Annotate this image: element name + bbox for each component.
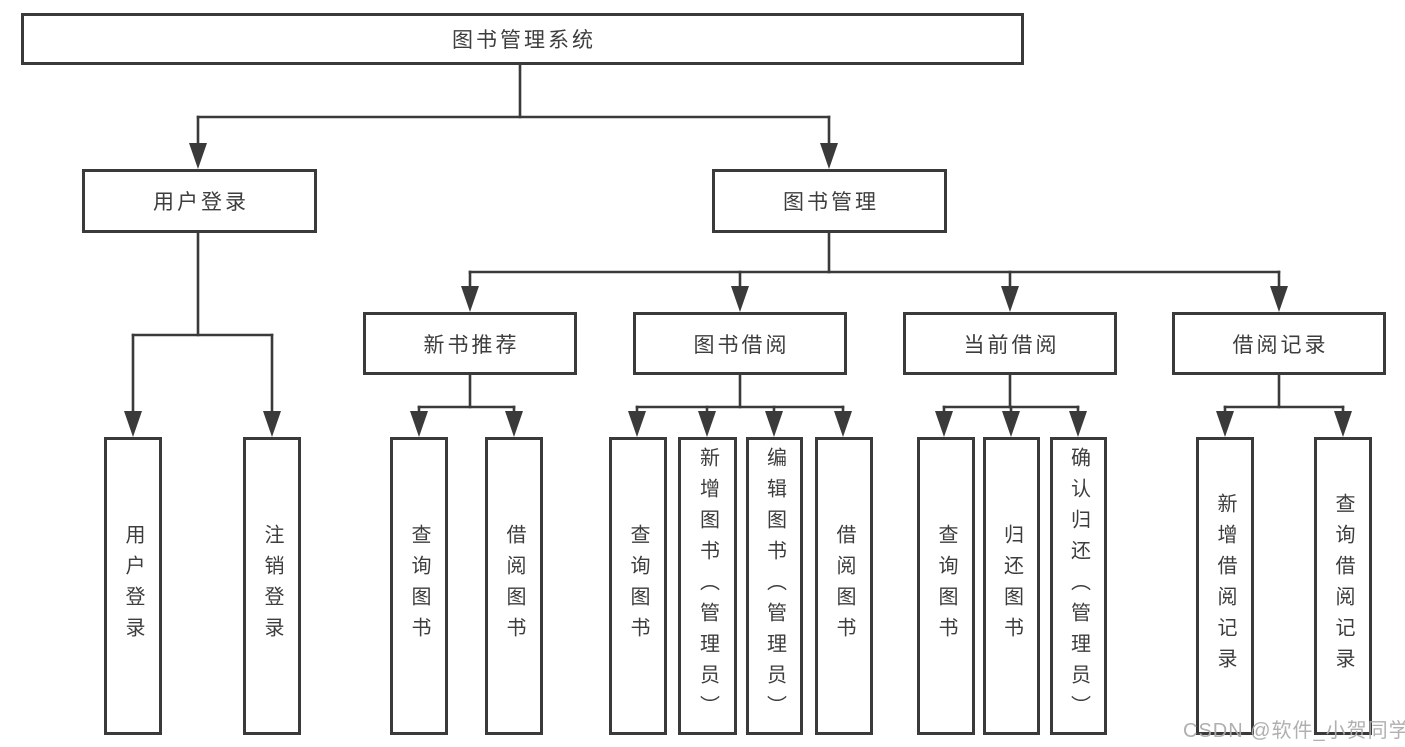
- leaf-logout: 注销登录: [243, 437, 301, 735]
- node-book-borrowing: 图书借阅: [633, 312, 847, 375]
- node-library-management-system: 图书管理系统: [21, 13, 1024, 65]
- leaf-add-borrow-record: 新增借阅记录: [1196, 437, 1254, 735]
- leaf-user-login: 用户登录: [104, 437, 162, 735]
- leaf-add-books-admin: 新增图书（管理员）: [678, 437, 737, 735]
- node-borrowing-records: 借阅记录: [1172, 312, 1386, 375]
- leaf-confirm-return-admin: 确认归还（管理员）: [1050, 437, 1107, 735]
- leaf-borrow-books: 借阅图书: [815, 437, 873, 735]
- csdn-watermark: CSDN @软件_小贺同学: [1183, 720, 1405, 742]
- leaf-query-books-current: 查询图书: [917, 437, 975, 735]
- node-book-management: 图书管理: [712, 169, 947, 233]
- node-current-borrowing: 当前借阅: [903, 312, 1117, 375]
- node-new-book-recommendation: 新书推荐: [363, 312, 577, 375]
- node-user-login: 用户登录: [82, 169, 317, 233]
- leaf-edit-books-admin: 编辑图书（管理员）: [746, 437, 803, 735]
- leaf-query-books-borrow: 查询图书: [609, 437, 667, 735]
- leaf-borrow-books-recommend: 借阅图书: [485, 437, 543, 735]
- leaf-return-books: 归还图书: [983, 437, 1040, 735]
- leaf-query-borrow-record: 查询借阅记录: [1314, 437, 1372, 735]
- leaf-query-books-recommend: 查询图书: [390, 437, 448, 735]
